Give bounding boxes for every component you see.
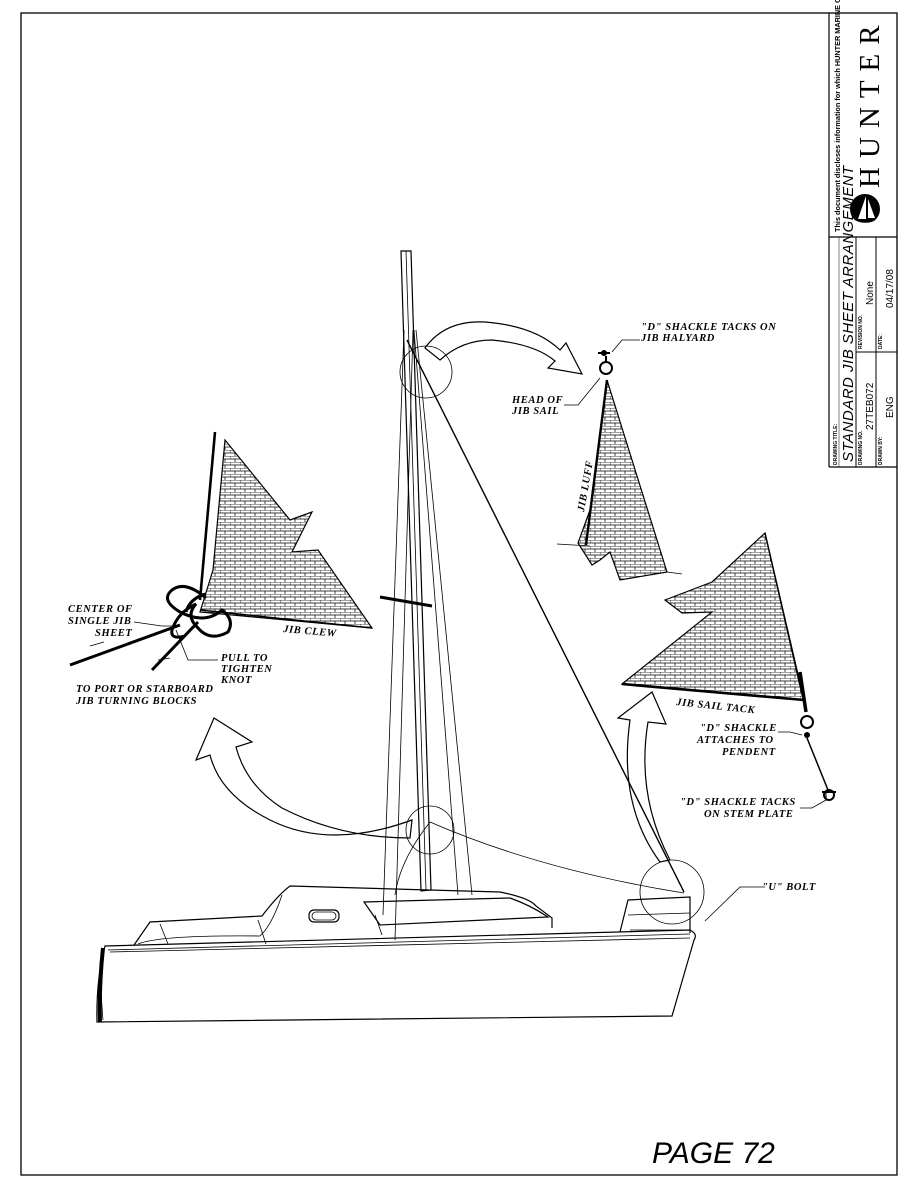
stem-plate-shackle-icon [823,789,835,801]
label-jib-sail-tack: JIB SAIL TACK [675,697,756,716]
drawing-no-label: DRAWING NO. [858,430,864,465]
drawing-title-label: DRAWING TITLE: [833,424,839,465]
port-light [308,909,340,923]
cabin [133,885,553,946]
revision-label: REVISION NO. [858,314,864,349]
bow-pulpit [619,896,691,933]
label-head-of-jib-2: JIB SAIL [511,406,559,417]
jib-clew-detail [69,431,374,672]
head-callout-circle [399,345,453,399]
jib-tack-detail [620,531,836,922]
sheet-border [20,12,898,1176]
proprietary-notice: This document discloses information for … [833,0,842,232]
label-d-shackle-pendent-3: PENDENT [722,747,776,758]
label-pull-2: TIGHTEN [221,664,272,675]
head-curved-arrow [424,321,584,375]
label-d-shackle-stem-2: ON STEM PLATE [704,809,793,820]
label-d-shackle-pendent-1: "D" SHACKLE [700,723,777,734]
callout-arrows [194,321,671,863]
clew-callout-circle [405,805,455,855]
date-value: 04/17/08 [885,269,896,308]
tack-callout-circle [639,859,705,925]
label-d-shackle-pendent-2: ATTACHES TO [696,735,774,746]
forestay [406,339,685,893]
date-label: DATE: [878,334,884,349]
label-jib-clew: JIB CLEW [282,624,337,640]
brand-name: HUNTER [854,16,886,188]
title-block: This document discloses information for … [828,0,897,468]
revision-value: None [865,281,876,305]
tack-pendent-shackle-icon [800,715,814,729]
label-to-port-1: TO PORT OR STARBOARD [76,684,214,695]
label-d-shackle-stem-1: "D" SHACKLE TACKS [680,797,796,808]
tack-curved-arrow [616,691,671,863]
bowline-knot [166,584,232,639]
jib-head-shackle-icon [599,361,613,375]
jib-head-detail [556,339,683,581]
jib-sheet-port [69,623,181,667]
label-pull-3: KNOT [220,675,252,686]
drawing-title: STANDARD JIB SHEET ARRANGEMENT [840,164,857,462]
hull [96,929,696,1023]
label-center-jib-3: SHEET [95,628,132,639]
label-d-shackle-halyard-1: "D" SHACKLE TACKS ON [641,322,776,333]
label-to-port-2: JIB TURNING BLOCKS [75,696,197,707]
jib-sheet-starboard [150,620,200,672]
drawn-by-value: ENG [885,396,896,418]
label-u-bolt: "U" BOLT [762,882,816,893]
labels: "D" SHACKLE TACKS ON JIB HALYARD HEAD OF… [68,322,816,893]
page-number: PAGE 72 [652,1137,775,1170]
label-pull-1: PULL TO [221,653,268,664]
label-head-of-jib-1: HEAD OF [511,395,563,406]
clew-curved-arrow [194,717,413,839]
label-center-jib-1: CENTER OF [68,604,133,615]
drawn-by-label: DRAWN BY: [878,436,884,465]
spreader [379,595,433,608]
drawing-number: 27TEB072 [865,382,876,430]
sailboat-drawing [96,250,696,1023]
hunter-logo: HUNTER [850,16,886,225]
callout-circles [399,345,705,925]
label-d-shackle-halyard-2: JIB HALYARD [640,333,715,344]
jib-head-sail [577,379,668,581]
jib-clew-sail [199,438,374,629]
label-center-jib-2: SINGLE JIB [68,616,131,627]
